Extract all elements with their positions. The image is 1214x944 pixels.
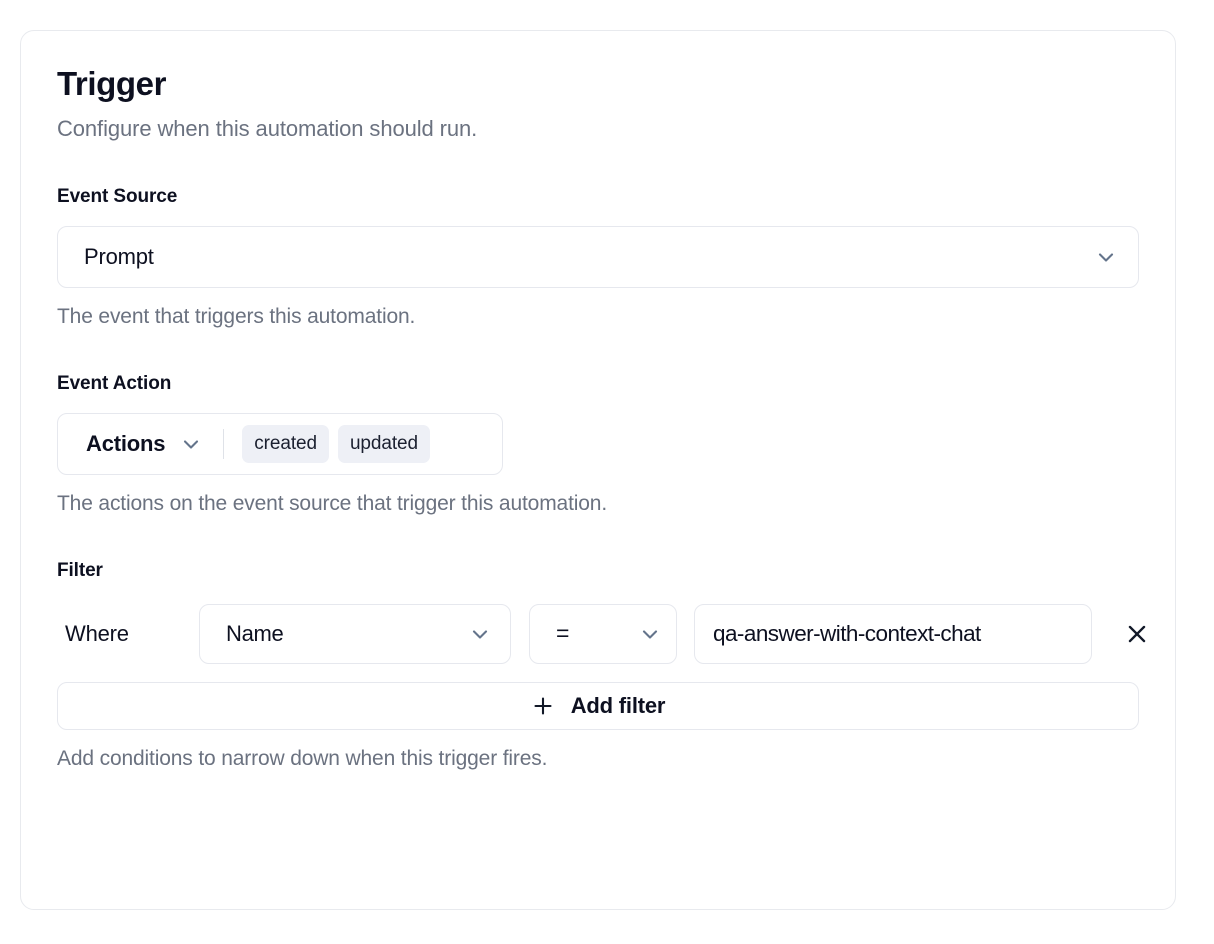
divider [223, 428, 225, 459]
where-label: Where [65, 620, 129, 646]
event-action-label: Event Action [57, 372, 172, 394]
chevron-down-icon [468, 622, 492, 646]
remove-filter-button[interactable] [1114, 611, 1160, 657]
filter-value-text: qa-answer-with-context-chat [713, 620, 981, 646]
event-source-help: The event that triggers this automation. [57, 304, 416, 328]
event-source-field: Event Source Prompt The event that trigg… [57, 186, 1139, 329]
filter-help: Add conditions to narrow down when this … [57, 746, 548, 770]
event-action-chip-created[interactable]: created [242, 424, 329, 463]
chevron-down-icon [1094, 245, 1118, 269]
trigger-card: Trigger Configure when this automation s… [20, 30, 1176, 910]
filter-field-select[interactable]: Name [199, 603, 511, 664]
chevron-down-icon [179, 432, 203, 456]
filter-field: Filter Where Name = [57, 559, 1146, 771]
chevron-down-icon [638, 622, 662, 646]
filter-operator-select[interactable]: = [529, 603, 677, 664]
event-action-field: Event Action Actions created updated The… [57, 373, 1139, 516]
filter-operator-value: = [556, 620, 570, 647]
add-filter-label: Add filter [570, 692, 666, 718]
event-source-label: Event Source [57, 185, 178, 207]
event-action-help: The actions on the event source that tri… [57, 491, 608, 515]
page-title: Trigger [57, 65, 167, 102]
add-filter-button[interactable]: Add filter [57, 681, 1139, 730]
filter-field-value: Name [226, 620, 284, 646]
event-source-select[interactable]: Prompt [57, 225, 1139, 288]
event-action-multiselect[interactable]: Actions created updated [57, 412, 503, 475]
filter-value-input[interactable]: qa-answer-with-context-chat [694, 603, 1092, 664]
page-subtitle: Configure when this automation should ru… [57, 115, 478, 141]
filter-row: Where Name = [57, 603, 1146, 664]
plus-icon [531, 694, 555, 718]
event-action-value: Actions [86, 430, 166, 456]
close-icon [1124, 621, 1150, 647]
filter-label: Filter [57, 559, 103, 581]
event-source-value: Prompt [84, 243, 154, 269]
event-action-chip-updated[interactable]: updated [337, 424, 430, 463]
